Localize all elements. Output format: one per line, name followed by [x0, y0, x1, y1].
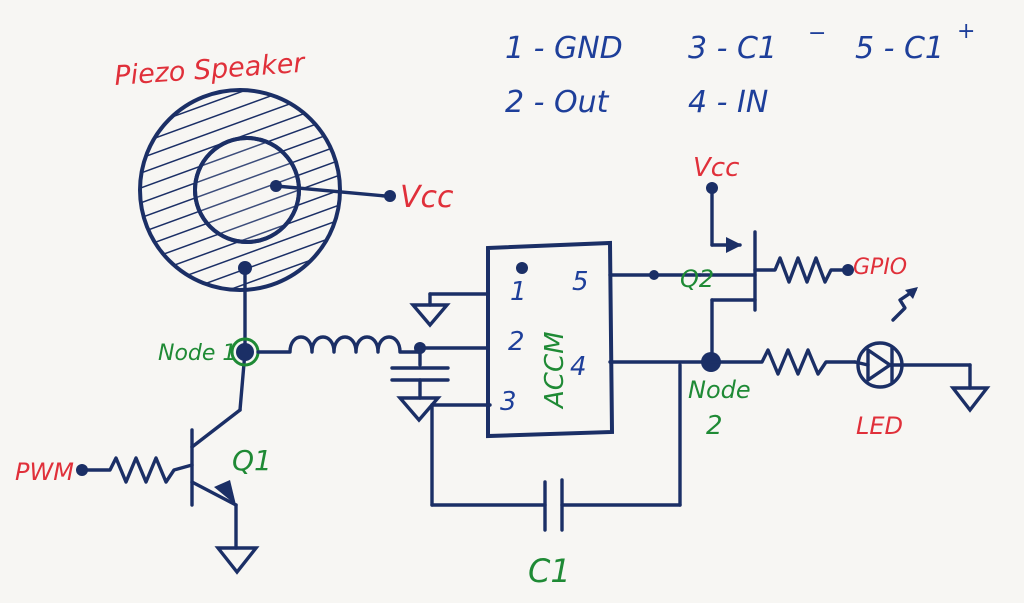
- vcc-top-label: Vcc: [693, 153, 739, 183]
- node1-junction: [236, 343, 254, 361]
- led-emission-arrow: [891, 288, 917, 322]
- ic-pin2: 2: [508, 327, 525, 357]
- piezo-label: Piezo Speaker: [113, 48, 307, 92]
- ic-pin3: 3: [500, 387, 517, 417]
- pin1-ground-icon: [409, 303, 451, 328]
- legend-pin5: 5 - C1: [855, 31, 944, 66]
- q1-transistor: PWM Q1: [15, 408, 272, 575]
- ic-pin5: 5: [572, 267, 589, 297]
- ic-label: ACCM: [540, 331, 570, 410]
- piezo-inner-disc: [195, 138, 299, 242]
- legend-pin2: 2 - Out: [505, 85, 610, 120]
- piezo-vcc-label: Vcc: [400, 180, 454, 215]
- gpio-resistor: [753, 256, 847, 284]
- q1-ground-icon: [214, 546, 260, 575]
- piezo-vcc-wire: [274, 184, 387, 198]
- legend-pin4: 4 - IN: [688, 85, 768, 120]
- q2-label: Q2: [680, 265, 714, 293]
- ic-body: [486, 240, 615, 439]
- ic-pin1: 1: [510, 277, 527, 307]
- legend-pin5-superscript: +: [957, 19, 975, 44]
- led-branch: LED: [709, 287, 991, 440]
- pwm-resistor: [80, 456, 194, 484]
- q2-transistor: Vcc Q2 GPIO: [680, 153, 907, 364]
- c1-label: C1: [528, 552, 571, 590]
- legend-pin1: 1 - GND: [505, 31, 623, 66]
- gpio-label: GPIO: [853, 255, 907, 280]
- ic-accm: 1 2 3 4 5 ACCM C1: [430, 240, 712, 590]
- q1-label: Q1: [232, 444, 272, 477]
- node2: Node 2: [688, 352, 751, 441]
- piezo-speaker: Vcc Piezo Speaker: [113, 48, 454, 292]
- node2-number: 2: [706, 411, 723, 441]
- cap-ground-icon: [396, 396, 442, 423]
- pwm-label: PWM: [15, 458, 74, 486]
- node2-label: Node: [688, 376, 751, 404]
- ic-pin4: 4: [570, 352, 587, 382]
- led-ground-icon: [949, 386, 991, 413]
- legend-pin3-superscript: −: [808, 21, 826, 46]
- node1-label: Node 1: [158, 341, 236, 366]
- led-resistor: [709, 348, 857, 376]
- left-branch: Node 1: [158, 266, 422, 412]
- led-label: LED: [856, 412, 903, 440]
- inductor: [256, 335, 422, 354]
- pin-legend: 1 - GND 3 - C1 − 5 - C1 + 2 - Out 4 - IN: [505, 19, 975, 120]
- input-network: [390, 292, 502, 423]
- legend-pin3: 3 - C1: [688, 31, 777, 66]
